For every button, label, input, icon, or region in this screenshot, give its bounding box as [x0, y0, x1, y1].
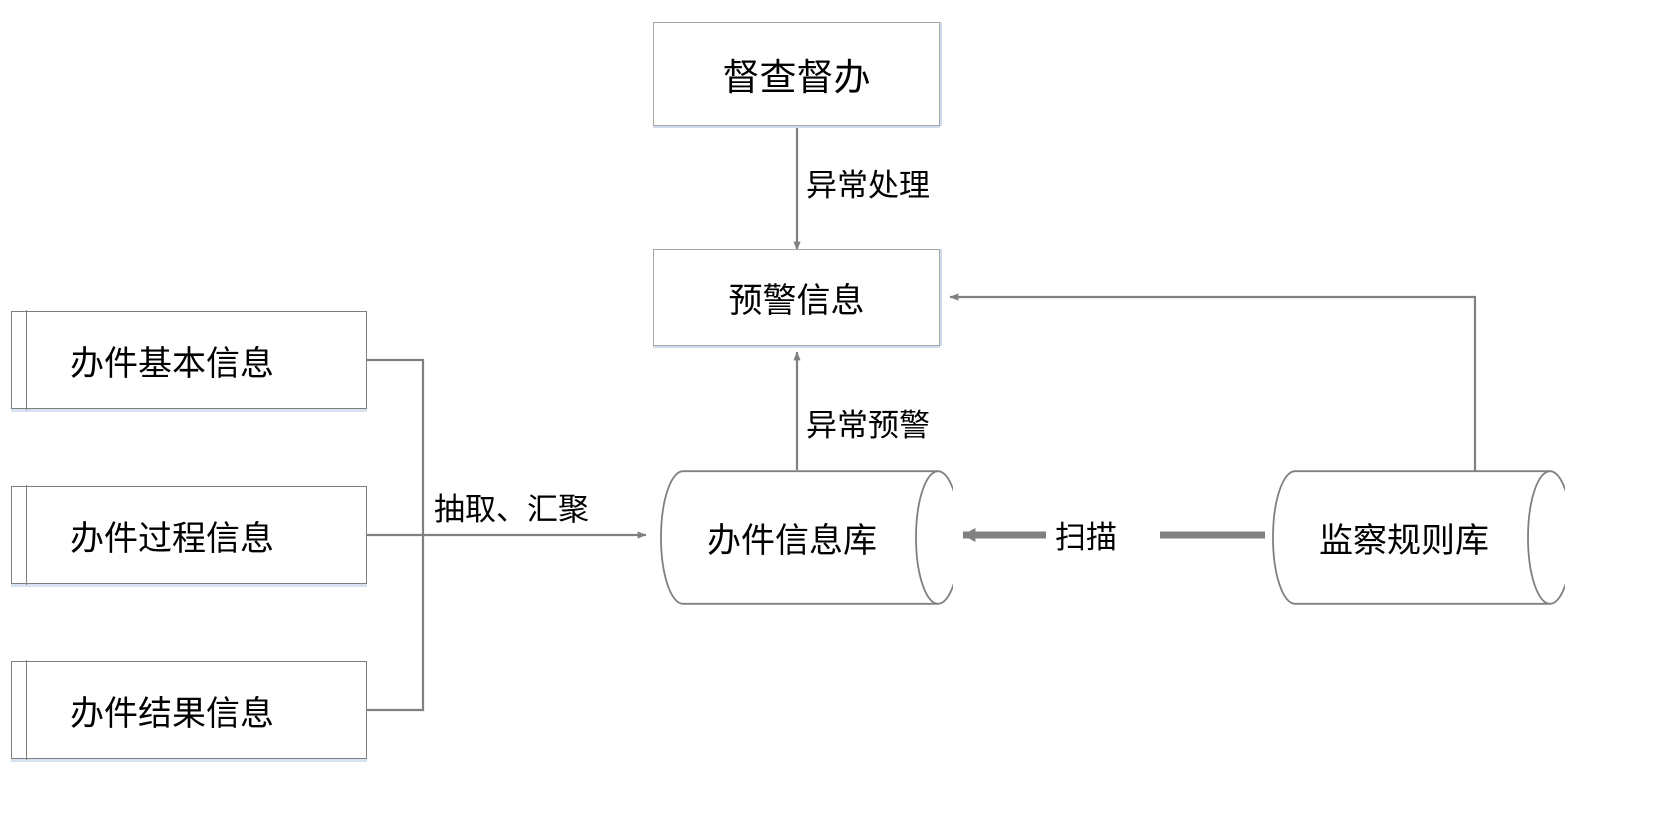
cylinder-shape: [1265, 470, 1565, 605]
node-duchadubaan[interactable]: 督查督办: [653, 22, 940, 126]
node-label-banjian-jieguo: 办件结果信息: [70, 693, 274, 734]
tape-left-rule: [26, 310, 27, 410]
node-yujingxinxi[interactable]: 预警信息: [653, 249, 940, 346]
node-banjian-xinxiku[interactable]: 办件信息库: [653, 470, 953, 605]
node-label-banjian-jiben: 办件基本信息: [70, 343, 274, 384]
edge-label-yichang-yujing: 异常预警: [806, 408, 930, 444]
node-label-banjian-xinxiku: 办件信息库: [707, 521, 877, 561]
connector-guizeku-yujing: [949, 293, 1477, 478]
edge-label-saomiao: 扫描: [1055, 520, 1117, 556]
node-label-banjian-guocheng: 办件过程信息: [70, 518, 274, 559]
edge-label-yichang-chuli: 异常处理: [806, 168, 930, 204]
node-jiancha-guizeku[interactable]: 监察规则库: [1265, 470, 1565, 605]
node-banjian-guocheng[interactable]: 办件过程信息: [11, 485, 367, 585]
tape-left-rule: [26, 485, 27, 585]
cylinder-shape: [653, 470, 953, 605]
edge-label-chouqu-huiju: 抽取、汇聚: [434, 492, 589, 528]
node-banjian-jieguo[interactable]: 办件结果信息: [11, 660, 367, 760]
connector-chouqu-huiju: [367, 358, 647, 712]
node-label-duchadubaan: 督查督办: [722, 56, 871, 99]
node-label-jiancha-guizeku: 监察规则库: [1319, 521, 1489, 561]
tape-left-rule: [26, 660, 27, 760]
node-banjian-jiben[interactable]: 办件基本信息: [11, 310, 367, 410]
node-label-yujingxinxi: 预警信息: [728, 281, 865, 321]
